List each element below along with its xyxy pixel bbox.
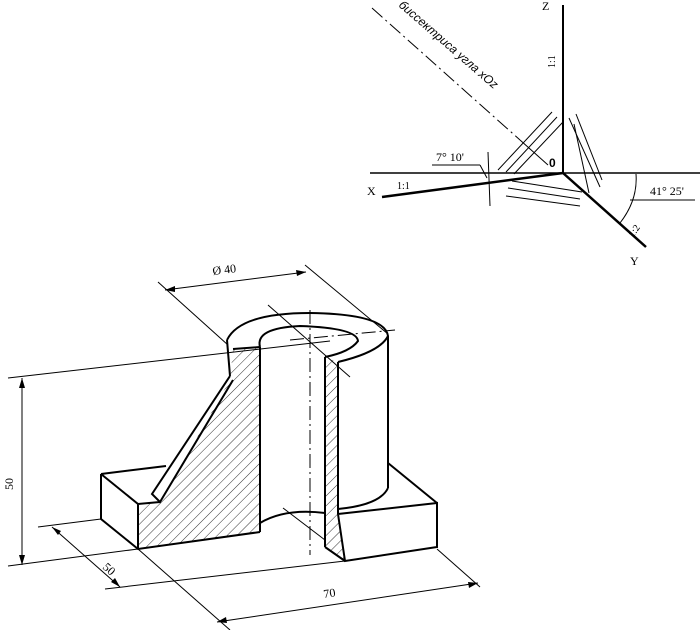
dimension-arrows [19, 270, 478, 623]
angle-x-leader-tail [479, 164, 488, 179]
hole-bottom-arc [259, 510, 326, 524]
depth-dim-line [51, 526, 121, 588]
left-cylinder-edge [226, 339, 231, 377]
axis-hatching [497, 111, 603, 207]
z-scale-label: 1:1 [547, 55, 558, 68]
length-dim-label: 70 [322, 585, 336, 601]
axis-centerline-y [267, 304, 351, 378]
rib [150, 375, 234, 504]
outer-top-ellipse [226, 311, 390, 363]
z-axis-label: Z [542, 0, 549, 13]
bisector-line [371, 7, 521, 141]
y-axis [562, 172, 647, 248]
angle-x-label: 7° 10' [436, 150, 464, 164]
left-section-hatch [138, 347, 260, 549]
length-dim-line [216, 582, 479, 623]
angle-x-tick [487, 151, 491, 207]
x-scale-label: 1:1 [397, 181, 410, 192]
y-axis-label: Y [630, 254, 639, 268]
x-axis-label: X [367, 184, 376, 198]
diameter-dim-label: Ø 40 [212, 261, 237, 278]
right-block [324, 462, 438, 563]
bisector-label: биссектриса угла xOz [396, 0, 501, 92]
left-section-top [232, 346, 261, 350]
left-block [100, 465, 261, 551]
dimensions [7, 264, 481, 630]
inner-top-ellipse [258, 324, 360, 358]
axes-diagram: Z X Y 0 1:1 1:1 1:2 7° 10' 41° 25' биссе… [367, 0, 700, 268]
angle-y-arc [619, 173, 637, 224]
bottom-centerline [282, 507, 326, 541]
cylinder-bottom-arc [337, 487, 389, 510]
diameter-dim-line [164, 271, 307, 291]
axis-centerline-x [289, 329, 396, 341]
x-axis [381, 171, 564, 199]
y-scale-label: 1:2 [626, 223, 642, 240]
depth-dim-label: 50 [100, 560, 118, 578]
height-dim-label: 50 [2, 478, 16, 490]
part-isometric [100, 304, 438, 563]
angle-y-label: 41° 25' [650, 184, 684, 198]
origin-label: 0 [549, 156, 556, 170]
right-section-hatch [325, 357, 345, 561]
